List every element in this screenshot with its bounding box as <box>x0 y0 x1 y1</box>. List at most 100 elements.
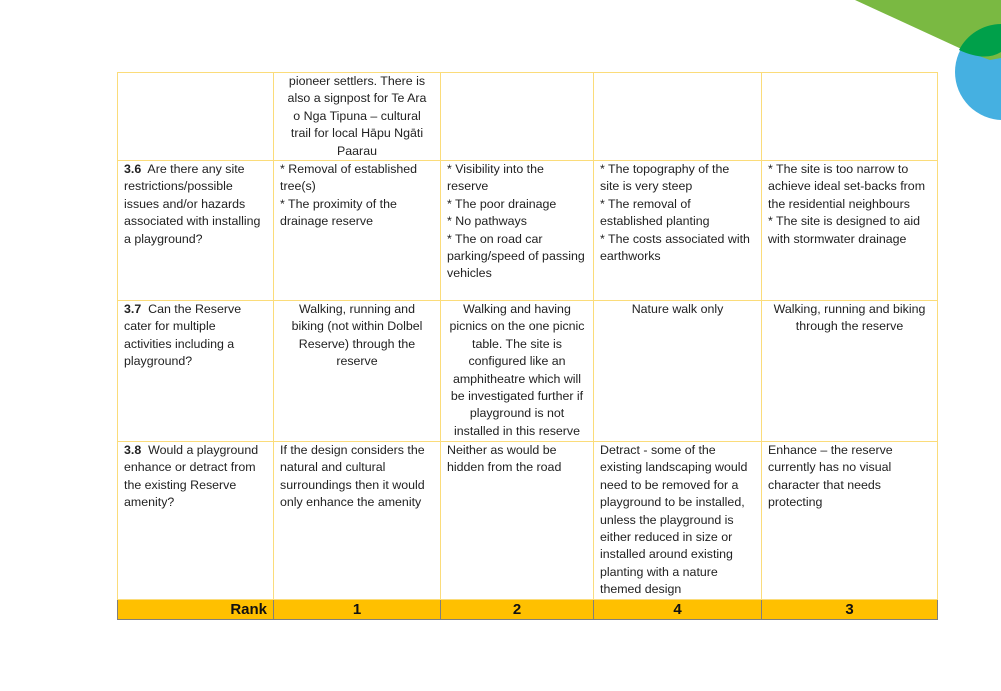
cell-text-line: * No pathways <box>447 214 527 229</box>
site-option-cell <box>593 71 762 162</box>
table-row: 3.6 Are there any site restrictions/possi… <box>117 160 938 302</box>
table-row: 3.7 Can the Reserve cater for multiple act… <box>117 300 938 443</box>
cell-text-line: only enhance the amenity <box>280 495 422 510</box>
site-option-cell: pioneer settlers. There is also a signpos… <box>273 71 441 162</box>
question-text: Are there any site <box>141 162 245 177</box>
site-option-cell: Walking, running and biking (not within D… <box>273 300 441 443</box>
cell-text-line: reserve <box>336 354 378 369</box>
cell-text-line: hidden from the road <box>447 460 562 475</box>
cell-text-line: themed design <box>600 582 682 597</box>
cell-text-line: * The removal of <box>600 196 691 211</box>
site-option-cell <box>440 71 594 162</box>
question-cell: 3.8 Would a playground enhance or detract… <box>117 441 274 601</box>
cell-text-line: unless the playground is <box>600 512 734 527</box>
cell-text-line: * The site is too narrow to <box>768 162 909 177</box>
cell-text-line: protecting <box>768 495 823 510</box>
question-text: amenity? <box>124 495 175 510</box>
question-text: issues and/or hazards <box>124 196 246 211</box>
dark-green-overlap-shape <box>959 24 1001 57</box>
cell-text-line: character that needs <box>768 477 881 492</box>
cell-text-line: parking/speed of passing <box>447 249 585 264</box>
question-cell: 3.7 Can the Reserve cater for multiple act… <box>117 300 274 443</box>
cell-text-line: vehicles <box>447 266 492 281</box>
cell-text-line: achieve ideal set-backs from <box>768 179 926 194</box>
cell-text-line: site is very steep <box>600 179 693 194</box>
site-option-cell: * The site is too narrow to achieve ideal… <box>761 160 938 302</box>
cell-text-line: the residential neighbours <box>768 196 910 211</box>
cell-text-line: Enhance – the reserve <box>768 443 893 458</box>
cell-text-line: picnics on the one picnic <box>449 319 585 334</box>
cell-text-line: * The on road car <box>447 231 543 246</box>
cell-text-line: through the reserve <box>795 319 904 334</box>
question-text: restrictions/possible <box>124 179 233 194</box>
rank-value: 2 <box>440 599 594 621</box>
question-number: 3.6 <box>124 162 142 177</box>
site-option-cell: * The topography of the site is very stee… <box>593 160 762 302</box>
cell-text-line: reserve <box>447 179 489 194</box>
cell-text-line: o Nga Tipuna – cultural <box>293 108 421 123</box>
cell-text-line: existing landscaping would <box>600 460 748 475</box>
cell-text-line: installed in this reserve <box>453 423 581 438</box>
question-cell <box>117 71 274 162</box>
cell-text-line: configured like an <box>468 354 566 369</box>
question-text: Can the Reserve <box>141 302 242 317</box>
cell-text-line: established planting <box>600 214 710 229</box>
cell-text-line: * The topography of the <box>600 162 730 177</box>
rank-value: 3 <box>761 599 938 621</box>
cell-text-line: Nature walk only <box>631 302 724 317</box>
cell-text-line: Detract - some of the <box>600 443 716 458</box>
cell-text-line: If the design considers the <box>280 443 425 458</box>
cell-text-line: playground to be installed, <box>600 495 745 510</box>
question-number: 3.7 <box>124 302 142 317</box>
rank-value: 1 <box>273 599 441 621</box>
cell-text-line: Walking, running and <box>299 302 415 317</box>
table-row: pioneer settlers. There is also a signpos… <box>117 71 938 162</box>
rank-label: Rank <box>117 599 274 621</box>
cell-text-line: biking (not within Dolbel <box>291 319 423 334</box>
cell-text-line: * The site is designed to aid <box>768 214 920 229</box>
cell-text-line: drainage reserve <box>280 214 373 229</box>
question-cell: 3.6 Are there any site restrictions/possi… <box>117 160 274 302</box>
cell-text-line: Reserve) through the <box>298 336 416 351</box>
cell-text-line: also a signpost for Te Ara <box>287 91 427 106</box>
cell-text-line: * Visibility into the <box>447 162 544 177</box>
cell-text-line: Walking and having <box>463 302 571 317</box>
site-option-cell <box>761 71 938 162</box>
question-text: activities including a <box>124 336 235 351</box>
cell-text-line: pioneer settlers. There is <box>288 74 426 88</box>
cell-text-line: earthworks <box>600 249 661 264</box>
rank-value: 4 <box>593 599 762 621</box>
question-text: associated with installing <box>124 214 261 229</box>
cell-text-line: either reduced in size or <box>600 530 733 545</box>
question-text: playground? <box>124 354 193 369</box>
question-number: 3.8 <box>124 443 142 458</box>
site-option-cell: Walking, running and biking through the r… <box>761 300 938 443</box>
site-option-cell: Enhance – the reserve currently has no vi… <box>761 441 938 601</box>
site-option-cell: Detract - some of the existing landscapin… <box>593 441 762 601</box>
site-option-cell: Walking and having picnics on the one pic… <box>440 300 594 443</box>
cell-text-line: be investigated further if <box>450 389 584 404</box>
cell-text-line: tree(s) <box>280 179 316 194</box>
cell-text-line: installed around existing <box>600 547 733 562</box>
question-text: a playground? <box>124 231 203 246</box>
cell-text-line: with stormwater drainage <box>768 231 907 246</box>
cell-text-line: Walking, running and biking <box>773 302 926 317</box>
question-text: Would a playground <box>141 443 259 458</box>
playground-assessment-table: pioneer settlers. There is also a signpos… <box>117 71 938 621</box>
site-option-cell: Nature walk only <box>593 300 762 443</box>
question-text: cater for multiple <box>124 319 216 334</box>
cell-text-line: planting with a nature <box>600 564 718 579</box>
question-text: enhance or detract from <box>124 460 256 475</box>
cell-text-line: currently has no visual <box>768 460 892 475</box>
cell-text-line: trail for local Hāpu Ngāti <box>290 126 424 141</box>
cell-text-line: Paarau <box>337 143 377 158</box>
question-text: the existing Reserve <box>124 477 237 492</box>
table-row: 3.8 Would a playground enhance or detract… <box>117 441 938 601</box>
cell-text-line: amphitheatre which will <box>452 371 582 386</box>
